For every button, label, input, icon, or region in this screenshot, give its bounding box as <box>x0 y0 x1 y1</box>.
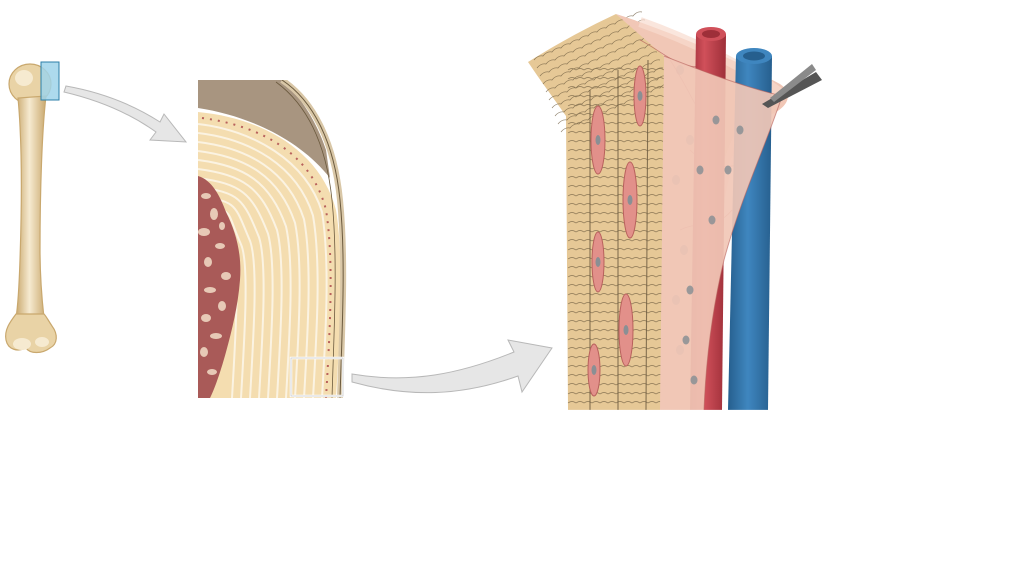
marrow-space <box>207 369 217 375</box>
fiber-line <box>567 158 665 161</box>
fiber-line <box>554 67 664 117</box>
fiber-line <box>545 43 655 93</box>
marrow-space <box>218 301 226 311</box>
fiber-line <box>567 239 665 242</box>
fiber-line <box>567 302 665 305</box>
marrow-space <box>221 272 231 280</box>
humerus-icon <box>5 63 57 354</box>
marrow-space <box>210 333 222 339</box>
marrow-space <box>201 314 211 322</box>
lamella-line <box>198 168 283 398</box>
marrow-space <box>200 347 208 357</box>
fiber-line <box>567 347 665 350</box>
fiber-line <box>539 27 649 77</box>
marrow-space <box>204 257 212 267</box>
cell-nucleus <box>696 165 704 175</box>
cell-nucleus <box>708 215 716 225</box>
fiber-line <box>567 257 665 260</box>
cell-nucleus <box>595 135 601 145</box>
fiber-line <box>567 185 665 188</box>
fiber-line <box>548 51 658 101</box>
fiber-line <box>567 212 665 215</box>
lamella-line <box>198 159 292 398</box>
fiber-line <box>567 374 665 377</box>
marrow-space <box>210 208 218 220</box>
magnified-periosteum-view <box>520 11 822 414</box>
fiber-line <box>567 248 665 251</box>
cell-nucleus <box>736 125 744 135</box>
lamella-line <box>198 177 274 398</box>
fiber-line <box>542 35 652 85</box>
marrow-space <box>198 228 210 236</box>
fiber-line <box>567 338 665 341</box>
lamella-line <box>198 141 310 398</box>
periosteum-flap <box>664 56 782 410</box>
fiber-line <box>567 203 665 206</box>
cell-nucleus <box>627 195 633 205</box>
bone-cross-section-inset <box>198 80 350 398</box>
probe-icon <box>762 64 822 108</box>
fiber-line <box>567 320 665 323</box>
cell-nucleus <box>682 335 690 345</box>
cell-nucleus <box>724 165 732 175</box>
fiber-line <box>567 167 665 170</box>
fiber-line <box>567 275 665 278</box>
lamella-line <box>198 195 256 398</box>
lamella-line <box>198 132 319 398</box>
cell-nucleus <box>623 325 629 335</box>
fiber-line <box>567 293 665 296</box>
humerus-marker-box <box>40 61 60 101</box>
cell-nucleus <box>686 285 694 295</box>
fiber-line <box>567 266 665 269</box>
fiber-line <box>567 230 665 233</box>
lamella-line <box>198 186 265 398</box>
fiber-line <box>567 356 665 359</box>
lamella-line <box>198 150 301 398</box>
cell-nucleus <box>591 365 597 375</box>
fiber-line <box>567 194 665 197</box>
fiber-line <box>567 221 665 224</box>
cell-nucleus <box>637 91 643 101</box>
cell-nucleus <box>712 115 720 125</box>
fiber-line <box>567 176 665 179</box>
fiber-line <box>567 365 665 368</box>
fiber-line <box>560 83 670 133</box>
arrow-icon <box>63 85 188 143</box>
fiber-line <box>567 284 665 287</box>
fiber-line <box>567 329 665 332</box>
lamella-line <box>198 123 328 398</box>
marrow-space <box>219 222 225 230</box>
marrow-space <box>204 287 216 293</box>
marrow-space <box>215 243 225 249</box>
fiber-line <box>567 311 665 314</box>
marrow-space <box>201 193 211 199</box>
fiber-line <box>536 19 646 69</box>
cell-nucleus <box>595 257 601 267</box>
